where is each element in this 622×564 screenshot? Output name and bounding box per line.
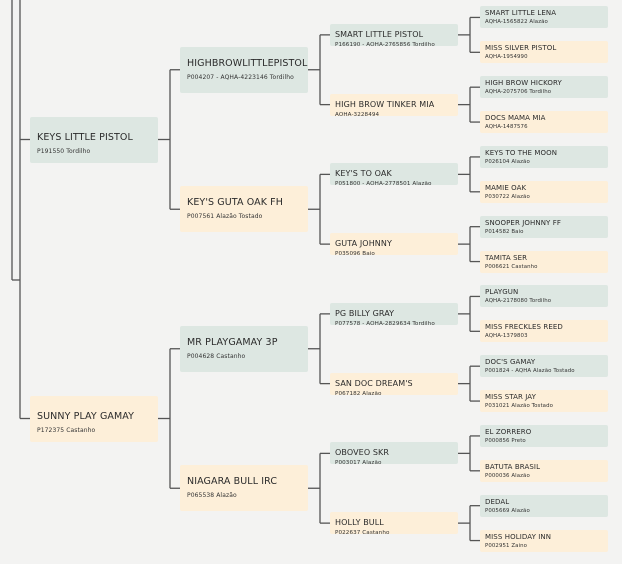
horse-holly-bull[interactable]: HOLLY BULL P022637 Castanho [330,512,458,535]
horse-name: KEYS TO THE MOON [485,148,558,157]
horse-registry-info: P006621 Castanho [485,263,538,270]
horse-name: HIGH BROW HICKORY [485,79,562,88]
horse-registry-info: P022637 Castanho [335,530,390,535]
horse-name: NIAGARA BULL IRC [187,476,278,488]
horse-name: TAMITA SER [485,253,528,262]
horse-name: DEDAL [485,497,510,506]
horse-registry-info: AQHA-3228494 [335,111,380,116]
horse-registry-info: P002951 Zaino [485,542,528,549]
horse-name: MISS STAR JAY [485,393,537,402]
horse-name: SNOOPER JOHNNY FF [485,218,561,227]
horse-registry-info: AQHA-1379803 [485,333,528,340]
horse-name: MR PLAYGAMAY 3P [187,336,278,348]
horse-name: KEY'S TO OAK [335,169,392,179]
horse-registry-info: P004628 Castanho [187,352,246,360]
horse-registry-info: P005669 Alazão [485,507,530,514]
horse-name: DOCS MAMA MIA [485,114,546,123]
horse-pg-billy-gray[interactable]: PG BILLY GRAY P077578 - AQHA-2829634 Tord… [330,302,458,325]
horse-registry-info: P007561 Alazão Tostado [187,213,263,221]
horse-registry-info: P191550 Tordilho [37,147,91,155]
horse-name: SAN DOC DREAM'S [335,378,413,388]
horse-smart-little-pistol[interactable]: SMART LITTLE PISTOL P166190 - AQHA-276585… [330,23,458,46]
horse-name: PG BILLY GRAY [335,308,395,318]
horse-registry-info: P003017 Alazão [335,460,382,465]
horse-name: PLAYGUN [485,288,519,297]
horse-registry-info: P030722 Alazão [485,193,530,200]
horse-name: MISS SILVER PISTOL [485,44,557,53]
horse-name: KEYS LITTLE PISTOL [37,131,133,143]
horse-name: MAMIE OAK [485,183,527,192]
horse-name: HOLLY BULL [335,518,384,528]
horse-registry-info: P004207 - AQHA-4223146 Tordilho [187,73,294,81]
horse-registry-info: AQHA-1954990 [485,54,528,61]
horse-mr-playgamay-3p[interactable]: MR PLAYGAMAY 3P P004628 Castanho [180,325,308,372]
horse-registry-info: P000856 Preto [485,437,526,444]
horse-san-doc-dream-s[interactable]: SAN DOC DREAM'S P067182 Alazão [330,372,458,395]
horse-registry-info: AQHA-1565822 Alazão [485,19,548,26]
horse-sunny-play-gamay[interactable]: SUNNY PLAY GAMAY P172375 Castanho [30,395,158,442]
horse-name: DOC'S GAMAY [485,358,536,367]
horse-keys-little-pistol[interactable]: KEYS LITTLE PISTOL P191550 Tordilho [30,116,158,163]
horse-name: BATUTA BRASIL [485,462,541,471]
horse-registry-info: P031021 Alazão Tostado [485,403,553,410]
horse-registry-info: P051800 - AQHA-2778501 Alazão [335,181,432,186]
horse-name: SMART LITTLE LENA [485,9,557,18]
horse-registry-info: P000036 Alazão [485,472,530,479]
horse-highbrowlittlepistol[interactable]: HIGHBROWLITTLEPISTOL P004207 - AQHA-42231… [180,46,308,93]
horse-registry-info: P067182 Alazão [335,390,382,395]
horse-name: SMART LITTLE PISTOL [335,29,424,39]
horse-high-brow-tinker-mia[interactable]: HIGH BROW TINKER MIA AQHA-3228494 [330,93,458,116]
horse-guta-johnny[interactable]: GUTA JOHNNY P035096 Baio [330,233,458,256]
horse-name: MISS HOLIDAY INN [485,532,552,541]
horse-key-s-guta-oak-fh[interactable]: KEY'S GUTA OAK FH P007561 Alazão Tostado [180,186,308,233]
horse-name: MISS FRECKLES REED [485,323,563,332]
horse-name: GUTA JOHNNY [335,239,392,249]
horse-name: OBOVEO SKR [335,448,390,458]
horse-niagara-bull-irc[interactable]: NIAGARA BULL IRC P065538 Alazão [180,465,308,512]
horse-name: EL ZORRERO [485,427,532,436]
horse-name: SUNNY PLAY GAMAY [37,410,135,422]
horse-registry-info: P014582 Baio [485,228,524,235]
horse-registry-info: AQHA-1487576 [485,124,528,131]
horse-name: HIGHBROWLITTLEPISTOL [187,57,308,69]
horse-name: HIGH BROW TINKER MIA [335,99,435,109]
horse-registry-info: P166190 - AQHA-2765856 Tordilho [335,41,435,46]
horse-registry-info: AQHA-2075706 Tordilho [485,89,552,96]
horse-name: KEY'S GUTA OAK FH [187,197,283,209]
horse-registry-info: P001824 - AQHA Alazão Tostado [485,368,575,375]
horse-registry-info: P035096 Baio [335,251,375,256]
horse-oboveo-skr[interactable]: OBOVEO SKR P003017 Alazão [330,442,458,465]
horse-registry-info: P026104 Alazão [485,158,530,165]
horse-registry-info: P077578 - AQHA-2829634 Tordilho [335,320,435,325]
horse-registry-info: AQHA-2178080 Tordilho [485,298,552,305]
horse-registry-info: P065538 Alazão [187,492,237,500]
horse-registry-info: P172375 Castanho [37,426,96,434]
horse-key-s-to-oak[interactable]: KEY'S TO OAK P051800 - AQHA-2778501 Alazã… [330,163,458,186]
